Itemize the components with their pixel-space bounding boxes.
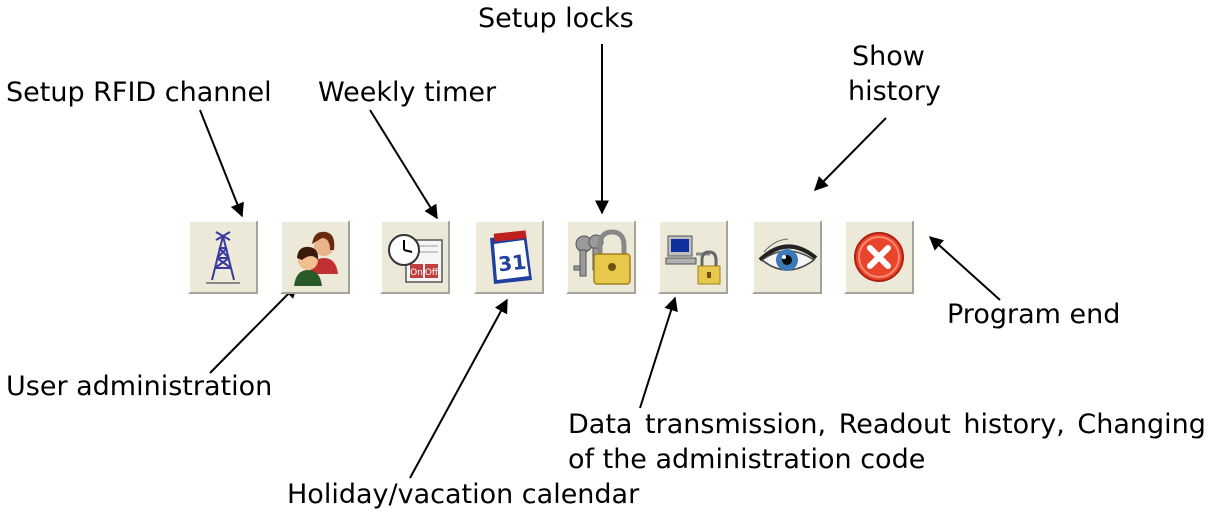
arrow-show-history — [814, 117, 887, 191]
keys-padlock-icon — [573, 229, 631, 285]
arrow-setup-rfid — [199, 109, 244, 218]
show-history-button[interactable] — [752, 220, 822, 294]
arrow-user-admin — [209, 284, 298, 374]
label-setup-rfid: Setup RFID channel — [6, 77, 272, 108]
label-setup-locks: Setup locks — [478, 3, 634, 34]
timer-off-text: Off — [425, 268, 439, 278]
label-program-end: Program end — [947, 299, 1121, 330]
weekly-timer-button[interactable]: On Off — [380, 220, 450, 294]
calendar-day-text: 31 — [497, 250, 527, 277]
antenna-tower-icon — [206, 231, 240, 284]
computer-lock-icon — [665, 235, 721, 285]
data-transmission-button[interactable] — [658, 220, 728, 294]
label-show-history-1: Show — [852, 41, 925, 72]
holiday-calendar-button[interactable]: 31 — [474, 220, 544, 294]
arrow-program-end — [928, 236, 1001, 301]
setup-rfid-channel-button[interactable] — [188, 220, 258, 294]
clock-timer-icon: On Off — [388, 234, 443, 283]
label-holiday-calendar: Holiday/vacation calendar — [287, 479, 640, 510]
arrow-holiday-calendar — [409, 298, 508, 479]
user-administration-button[interactable] — [280, 220, 350, 294]
arrow-weekly-timer — [369, 109, 438, 220]
label-data-transmission-2: of the administration code — [568, 444, 926, 475]
label-weekly-timer: Weekly timer — [318, 77, 497, 108]
eye-icon — [758, 238, 818, 271]
setup-locks-button[interactable] — [566, 220, 636, 294]
label-data-transmission-1: Data transmission, Readout history, Chan… — [568, 409, 1206, 440]
calendar-icon: 31 — [490, 230, 532, 284]
close-icon — [854, 232, 904, 282]
program-end-button[interactable] — [844, 220, 914, 294]
label-user-admin: User administration — [6, 371, 273, 402]
timer-on-text: On — [410, 268, 423, 278]
users-icon — [294, 231, 338, 286]
arrow-data-transmission — [639, 296, 678, 409]
label-show-history-2: history — [848, 76, 941, 107]
